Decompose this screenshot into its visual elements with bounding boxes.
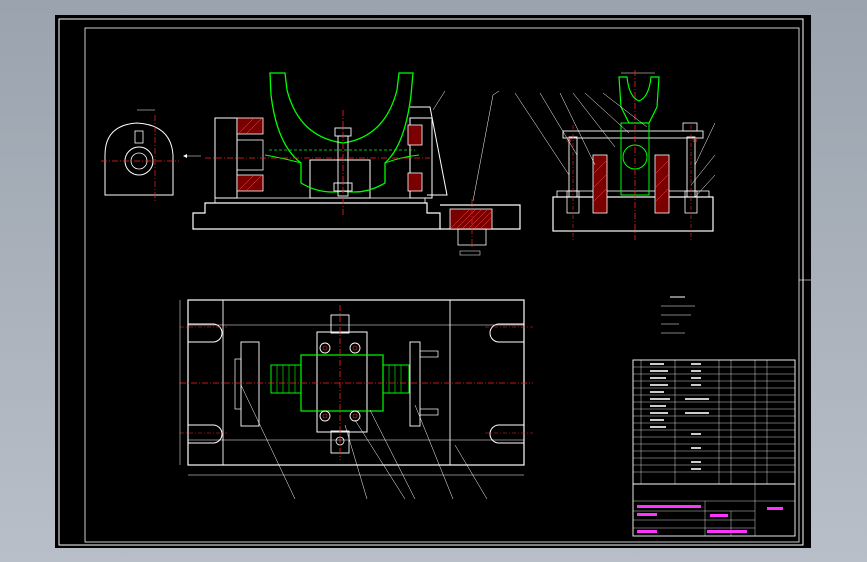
cad-drawing	[58, 18, 811, 546]
parts-list-table	[632, 359, 796, 485]
front-section-view	[192, 72, 521, 256]
cad-drawing-canvas[interactable]	[55, 15, 811, 548]
detail-view	[101, 109, 201, 203]
inner-border	[84, 27, 800, 543]
outer-border	[58, 18, 804, 546]
title-block	[632, 483, 796, 537]
top-view	[179, 299, 533, 500]
technical-notes	[661, 296, 695, 334]
side-view	[514, 70, 716, 240]
